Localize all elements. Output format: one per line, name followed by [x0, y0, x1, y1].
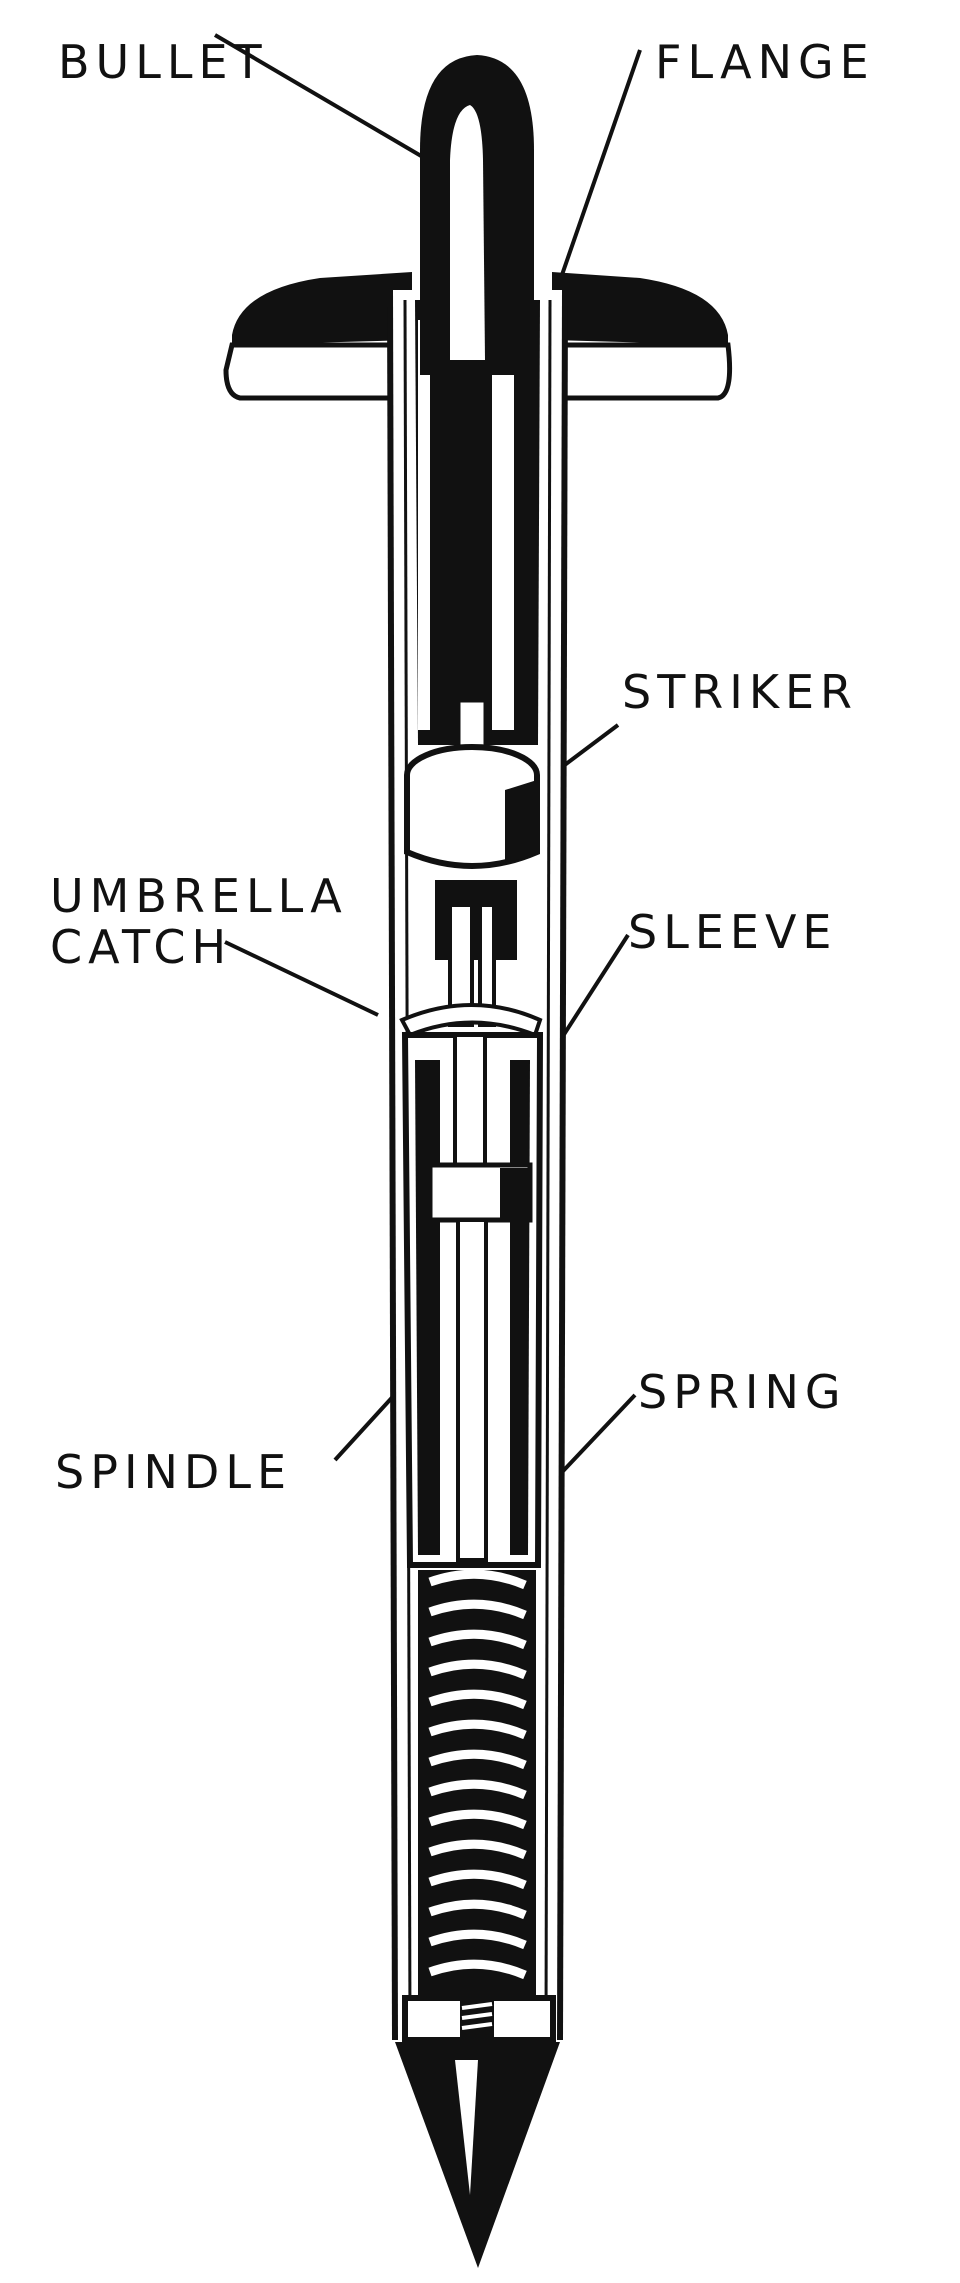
- flange: [223, 272, 733, 401]
- label-flange: FLANGE: [655, 35, 875, 89]
- leader-umbrella-catch: [224, 940, 379, 1017]
- label-spindle: SPINDLE: [55, 1445, 292, 1499]
- label-bullet: BULLET: [58, 35, 268, 89]
- label-sleeve: SLEEVE: [628, 905, 838, 959]
- base-block: [402, 1995, 556, 2043]
- label-catch: CATCH: [50, 920, 232, 974]
- spike-tip: [395, 2042, 560, 2268]
- label-umbrella: UMBRELLA: [50, 869, 348, 923]
- label-striker: STRIKER: [622, 665, 858, 719]
- leader-bullet: [213, 33, 447, 172]
- leader-lines: [213, 33, 642, 1527]
- label-spring: SPRING: [638, 1365, 847, 1419]
- striker: [404, 697, 540, 869]
- umbrella-catch: [399, 880, 543, 1038]
- sleeve: [401, 1032, 544, 1568]
- spring: [418, 1569, 536, 2000]
- leader-flange: [553, 49, 642, 296]
- bullet: [420, 55, 534, 375]
